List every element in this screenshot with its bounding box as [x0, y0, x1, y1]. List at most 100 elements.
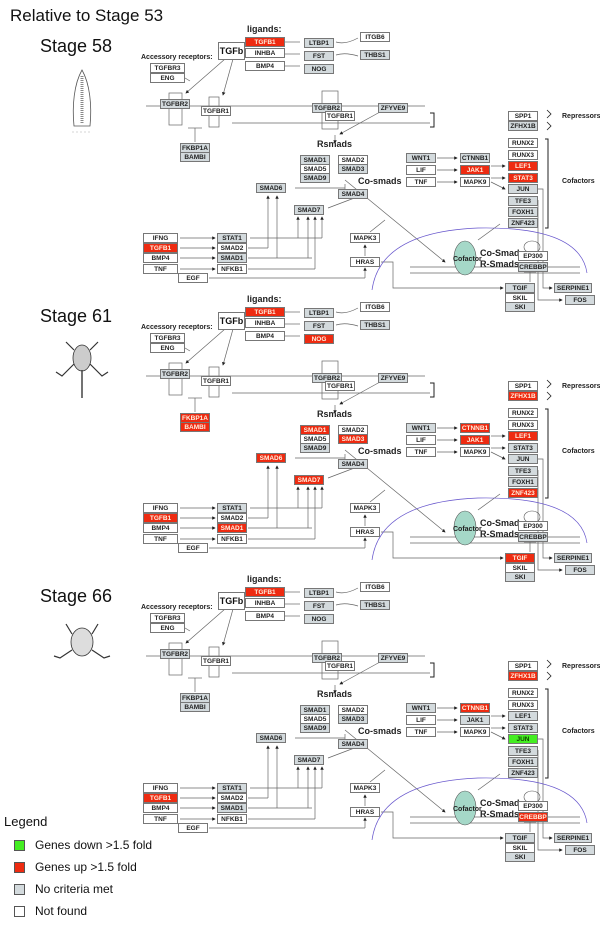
gene-node-smad6[interactable]: SMAD6 [256, 183, 286, 193]
gene-node-tgfbr3[interactable]: TGFBR3 [150, 63, 185, 73]
gene-node-runx2[interactable]: RUNX2 [508, 688, 538, 698]
gene-node-fst[interactable]: FST [304, 321, 334, 331]
gene-node-thbs1[interactable]: THBS1 [360, 320, 390, 330]
gene-node-tgfbr1[interactable]: TGFBR1 [201, 376, 231, 386]
gene-node-tfe3[interactable]: TFE3 [508, 466, 538, 476]
gene-node-nog[interactable]: NOG [304, 64, 334, 74]
gene-node-zfyve9[interactable]: ZFYVE9 [378, 373, 408, 383]
gene-node-tgfbr1[interactable]: TGFBR1 [201, 656, 231, 666]
gene-node-ctnnb1[interactable]: CTNNB1 [460, 423, 490, 433]
gene-node-stat1[interactable]: STAT1 [217, 783, 247, 793]
gene-node-tnf[interactable]: TNF [406, 447, 436, 457]
gene-node-crebbp[interactable]: CREBBP [518, 812, 548, 822]
gene-node-jun[interactable]: JUN [508, 454, 538, 464]
gene-node-smad7[interactable]: SMAD7 [294, 475, 324, 485]
gene-node-tgfbr1[interactable]: TGFBR1 [325, 111, 355, 121]
gene-node-znf423[interactable]: ZNF423 [508, 218, 538, 228]
gene-node-runx3[interactable]: RUNX3 [508, 700, 538, 710]
gene-node-ctnnb1[interactable]: CTNNB1 [460, 703, 490, 713]
gene-node-tnf[interactable]: TNF [143, 534, 178, 544]
gene-node-inhba[interactable]: INHBA [245, 598, 285, 608]
gene-node-mapk3[interactable]: MAPK3 [350, 503, 380, 513]
gene-node-tgfbr3[interactable]: TGFBR3 [150, 333, 185, 343]
gene-node-smad9[interactable]: SMAD9 [300, 723, 330, 733]
gene-node-mapk9[interactable]: MAPK9 [460, 177, 490, 187]
tgfb-node[interactable]: TGFb [218, 312, 245, 330]
gene-node-jak1[interactable]: JAK1 [460, 165, 490, 175]
gene-node-nfkb1[interactable]: NFKB1 [217, 264, 247, 274]
gene-node-tgfbr1[interactable]: TGFBR1 [325, 381, 355, 391]
gene-node-znf423[interactable]: ZNF423 [508, 488, 538, 498]
gene-node-nfkb1[interactable]: NFKB1 [217, 814, 247, 824]
gene-node-eng[interactable]: ENG [150, 73, 185, 83]
gene-node-tgfbr2[interactable]: TGFBR2 [160, 369, 190, 379]
gene-node-tgfbr2[interactable]: TGFBR2 [160, 99, 190, 109]
gene-node-ep300[interactable]: EP300 [518, 521, 548, 531]
gene-node-smad2[interactable]: SMAD2 [217, 513, 247, 523]
gene-node-serpine1[interactable]: SERPINE1 [554, 283, 592, 293]
gene-node-zfhx1b[interactable]: ZFHX1B [508, 121, 538, 131]
gene-node-znf423[interactable]: ZNF423 [508, 768, 538, 778]
gene-node-lif[interactable]: LIF [406, 715, 436, 725]
gene-node-inhba[interactable]: INHBA [245, 48, 285, 58]
gene-node-eng[interactable]: ENG [150, 343, 185, 353]
gene-node-tgfb1[interactable]: TGFB1 [245, 587, 285, 597]
gene-node-tgif[interactable]: TGIF [505, 833, 535, 843]
gene-node-tgif[interactable]: TGIF [505, 553, 535, 563]
gene-node-wnt1[interactable]: WNT1 [406, 703, 436, 713]
gene-node-bambi[interactable]: BAMBI [180, 152, 210, 162]
gene-node-tgfbr1[interactable]: TGFBR1 [325, 661, 355, 671]
gene-node-mapk3[interactable]: MAPK3 [350, 783, 380, 793]
gene-node-bmp4[interactable]: BMP4 [245, 61, 285, 71]
gene-node-jun[interactable]: JUN [508, 734, 538, 744]
gene-node-foxh1[interactable]: FOXH1 [508, 477, 538, 487]
gene-node-spp1[interactable]: SPP1 [508, 111, 538, 121]
gene-node-smad7[interactable]: SMAD7 [294, 205, 324, 215]
gene-node-smad1[interactable]: SMAD1 [217, 253, 247, 263]
gene-node-smad1[interactable]: SMAD1 [217, 523, 247, 533]
gene-node-ifng[interactable]: IFNG [143, 233, 178, 243]
gene-node-bmp4[interactable]: BMP4 [143, 253, 178, 263]
gene-node-ski[interactable]: SKI [505, 572, 535, 582]
gene-node-ski[interactable]: SKI [505, 852, 535, 862]
gene-node-smad7[interactable]: SMAD7 [294, 755, 324, 765]
gene-node-runx2[interactable]: RUNX2 [508, 138, 538, 148]
gene-node-egf[interactable]: EGF [178, 543, 208, 553]
gene-node-smad1[interactable]: SMAD1 [217, 803, 247, 813]
gene-node-foxh1[interactable]: FOXH1 [508, 207, 538, 217]
gene-node-spp1[interactable]: SPP1 [508, 381, 538, 391]
gene-node-tnf[interactable]: TNF [143, 264, 178, 274]
gene-node-tgfb1[interactable]: TGFB1 [143, 243, 178, 253]
gene-node-egf[interactable]: EGF [178, 273, 208, 283]
gene-node-smad9[interactable]: SMAD9 [300, 173, 330, 183]
gene-node-zfhx1b[interactable]: ZFHX1B [508, 671, 538, 681]
gene-node-lef1[interactable]: LEF1 [508, 161, 538, 171]
gene-node-itgb6[interactable]: ITGB6 [360, 302, 390, 312]
gene-node-spp1[interactable]: SPP1 [508, 661, 538, 671]
gene-node-wnt1[interactable]: WNT1 [406, 423, 436, 433]
gene-node-zfyve9[interactable]: ZFYVE9 [378, 103, 408, 113]
gene-node-smad3[interactable]: SMAD3 [338, 714, 368, 724]
gene-node-smad4[interactable]: SMAD4 [338, 459, 368, 469]
gene-node-smad3[interactable]: SMAD3 [338, 164, 368, 174]
gene-node-stat3[interactable]: STAT3 [508, 173, 538, 183]
gene-node-smad4[interactable]: SMAD4 [338, 739, 368, 749]
gene-node-bambi[interactable]: BAMBI [180, 422, 210, 432]
gene-node-hras[interactable]: HRAS [350, 527, 380, 537]
gene-node-nfkb1[interactable]: NFKB1 [217, 534, 247, 544]
gene-node-mapk3[interactable]: MAPK3 [350, 233, 380, 243]
gene-node-thbs1[interactable]: THBS1 [360, 50, 390, 60]
gene-node-jak1[interactable]: JAK1 [460, 435, 490, 445]
gene-node-ltbp1[interactable]: LTBP1 [304, 38, 334, 48]
gene-node-lif[interactable]: LIF [406, 435, 436, 445]
gene-node-tgfb1[interactable]: TGFB1 [245, 307, 285, 317]
gene-node-ltbp1[interactable]: LTBP1 [304, 308, 334, 318]
gene-node-tgfb1[interactable]: TGFB1 [143, 513, 178, 523]
gene-node-crebbp[interactable]: CREBBP [518, 532, 548, 542]
gene-node-runx3[interactable]: RUNX3 [508, 150, 538, 160]
gene-node-fst[interactable]: FST [304, 601, 334, 611]
gene-node-tgfbr3[interactable]: TGFBR3 [150, 613, 185, 623]
gene-node-bmp4[interactable]: BMP4 [245, 611, 285, 621]
gene-node-eng[interactable]: ENG [150, 623, 185, 633]
gene-node-ski[interactable]: SKI [505, 302, 535, 312]
